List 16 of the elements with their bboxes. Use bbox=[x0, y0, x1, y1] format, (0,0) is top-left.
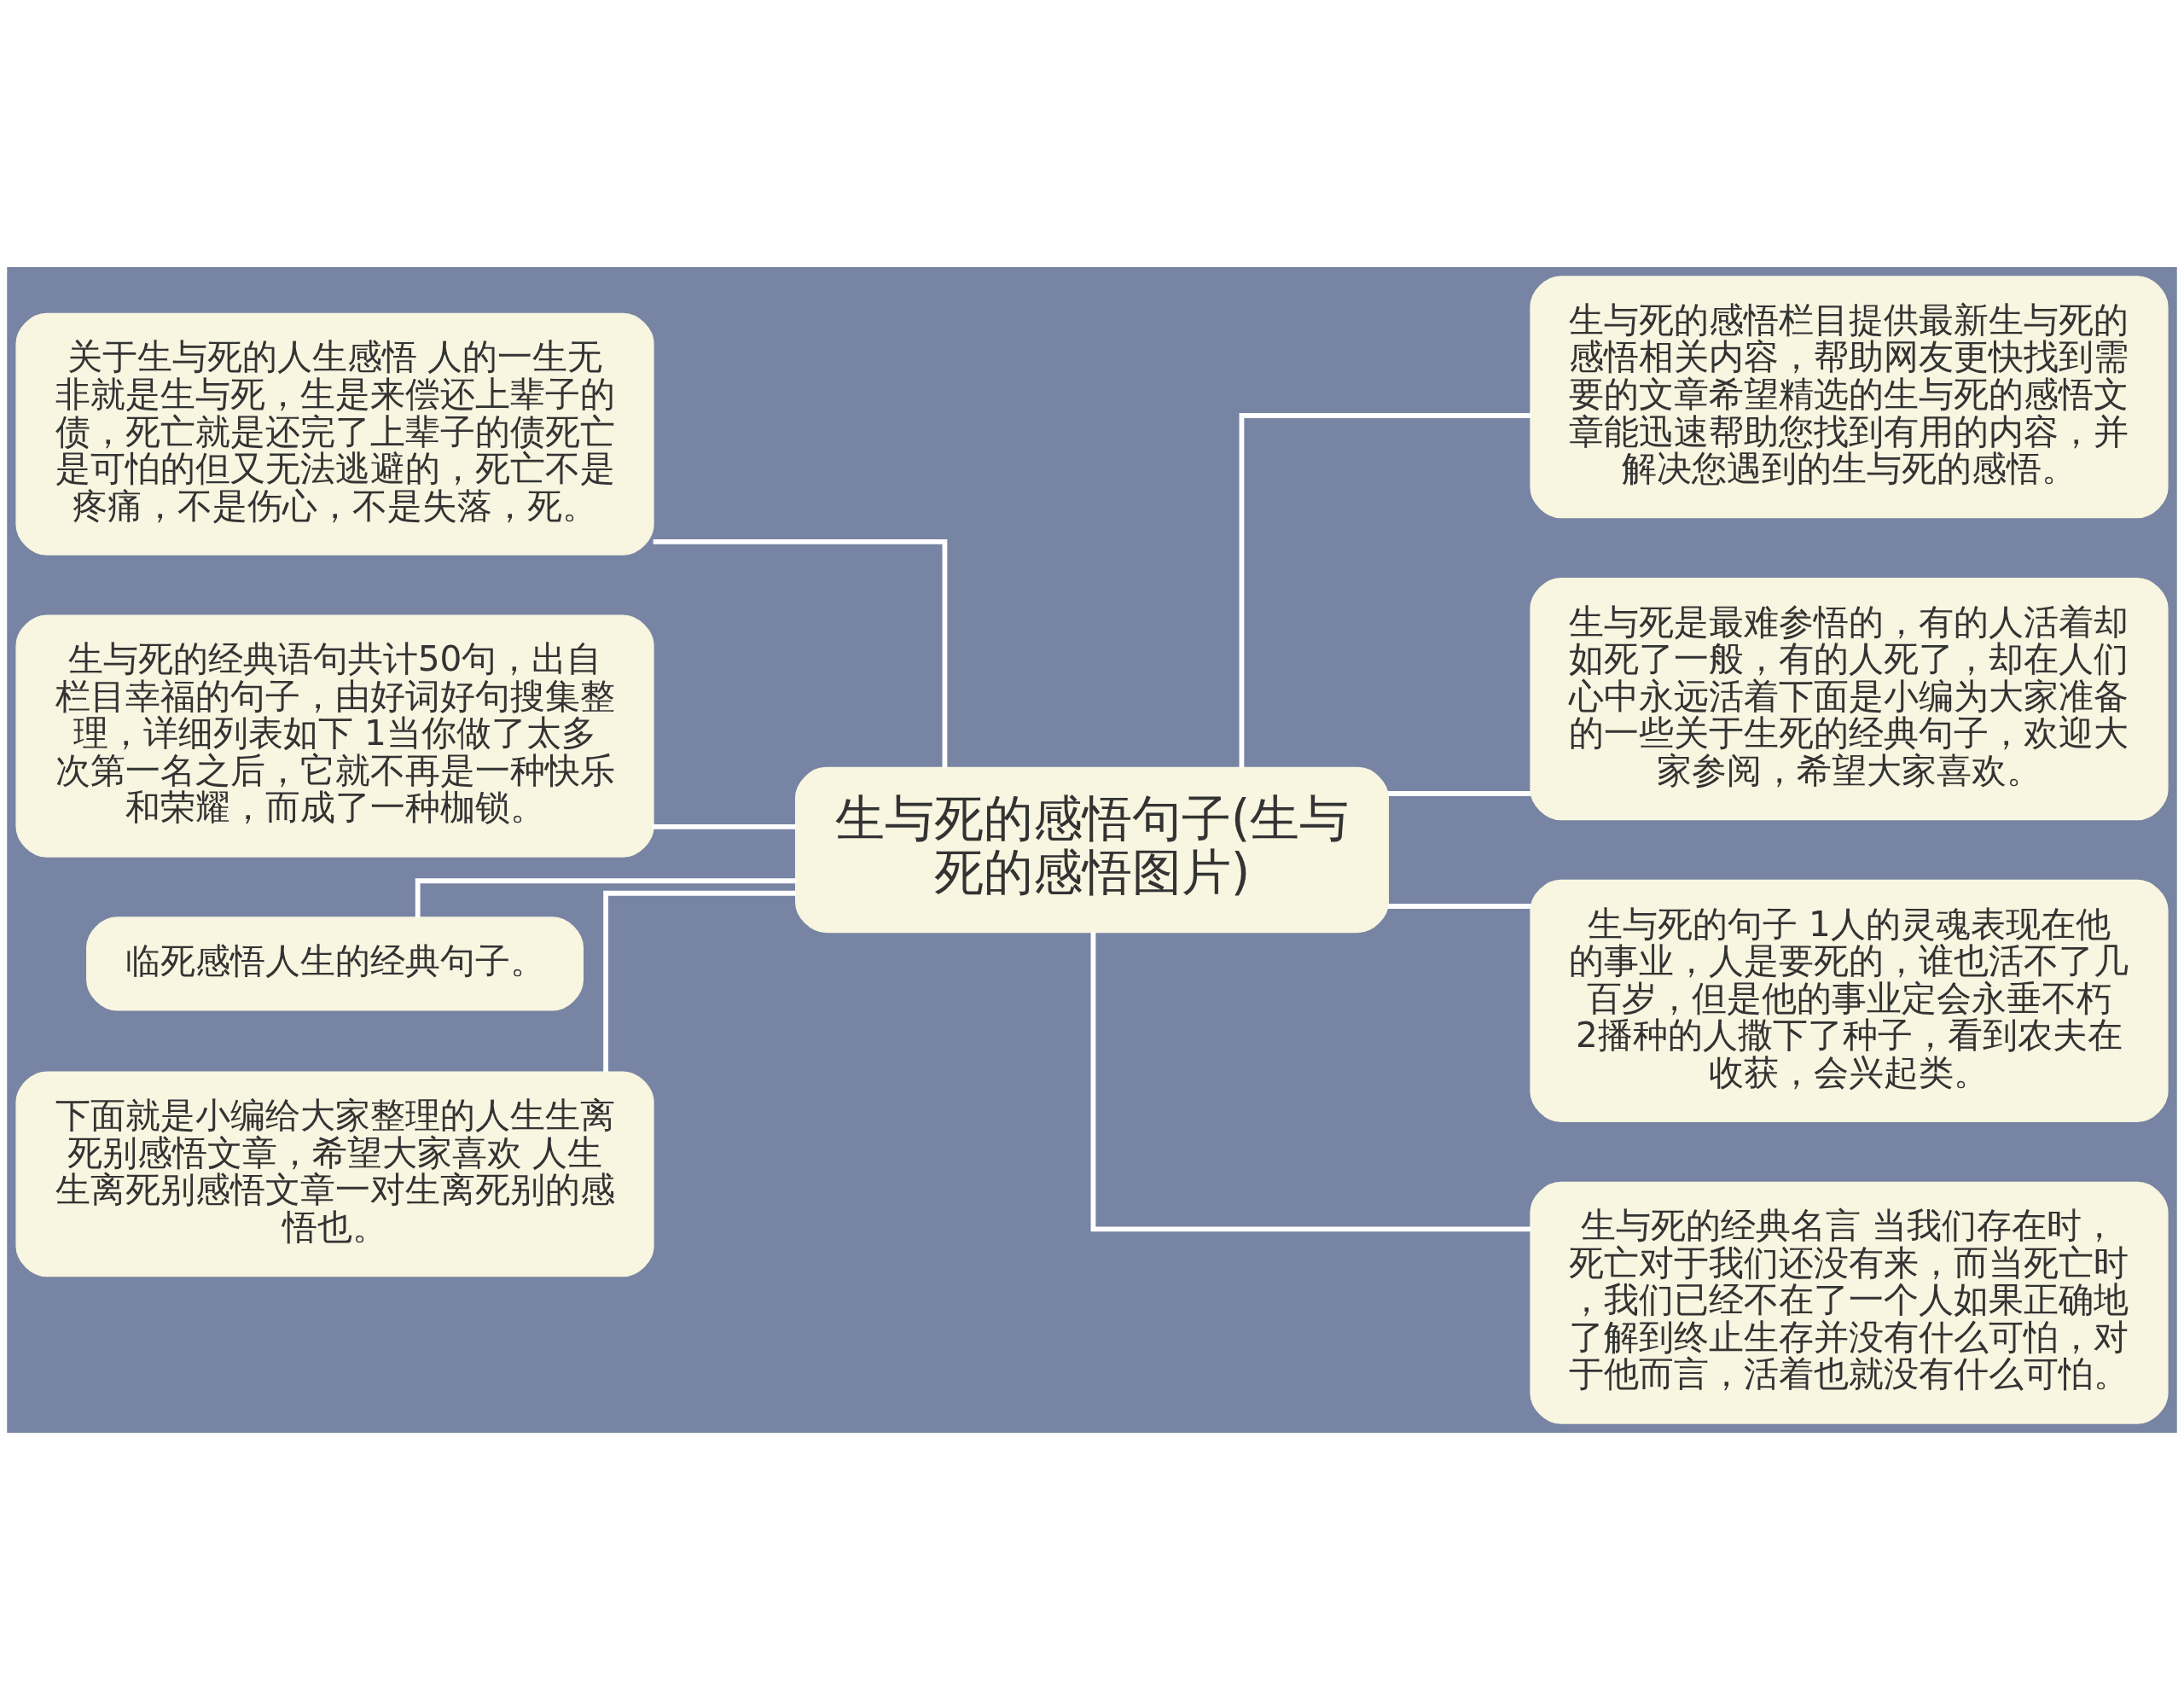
connector bbox=[603, 890, 796, 1072]
node-box: 生与死的经典名言 当我们存在时，死亡对于我们还没有来，而当死亡时，我们已经不在了一个人如果正确地了解到终止生存并没有什么可怕，对于他而言，活着也就没有什么可怕。 bbox=[1530, 1181, 2169, 1424]
connector bbox=[1090, 931, 1531, 1231]
connector bbox=[1387, 790, 1531, 796]
node-box: 下面就是小编给大家整理的人生生离死别感悟文章，希望大家喜欢 人生生离死别感悟文章一对生离死别的感悟也。 bbox=[15, 1071, 654, 1277]
node-box: 生与死的感悟句子(生与死的感悟图片) bbox=[794, 766, 1390, 933]
node-box: 临死感悟人生的经典句子。 bbox=[86, 916, 584, 1010]
node-box: 生与死的经典语句共计50句，出自栏目幸福的句子，由好词好句搜集整理，详细列表如下 1当你做了太多次第一名之后，它就不再是一种快乐和荣耀，而成了一种枷锁。 bbox=[15, 614, 654, 858]
node-box: 生与死是最难参悟的，有的人活着却如死了一般，有的人死了，却在人们心中永远活着下面是小编为大家准备的一些关于生死的经典句子，欢迎大家参阅，希望大家喜欢。 bbox=[1530, 577, 2169, 820]
connector bbox=[653, 823, 797, 829]
node-box: 生与死的感悟栏目提供最新生与死的感悟相关内容，帮助网友更快找到需要的文章希望精选的生与死的感悟文章能迅速帮助您找到有用的内容，并解决您遇到的生与死的感悟。 bbox=[1530, 275, 2169, 518]
connector bbox=[1239, 412, 1531, 768]
node-box: 关于生与死的人生感悟 人的一生无非就是生与死，生是来偿还上辈子的债，死亡就是还完了上辈子的债死亡是可怕的但又无法逃避的，死亡不是疼痛，不是伤心，不是失落，死。 bbox=[15, 312, 654, 556]
node-box: 生与死的句子 1人的灵魂表现在他的事业，人是要死的，谁也活不了几百岁，但是他的事业定会永垂不朽 2播种的人撒下了种子，看到农夫在收获，会兴起类。 bbox=[1530, 879, 2169, 1122]
connector bbox=[653, 538, 948, 768]
connector bbox=[1387, 903, 1531, 909]
